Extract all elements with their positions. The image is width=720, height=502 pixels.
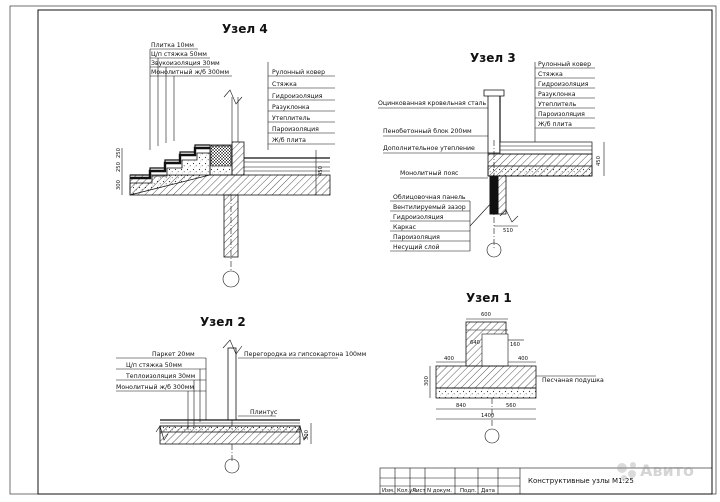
node4-dim-4: 450 <box>318 166 324 176</box>
node1-dim-3: 160 <box>510 342 520 348</box>
node1-sand-cushion <box>435 387 537 399</box>
node3-rlabel-6: Пароизоляция <box>538 111 585 118</box>
node4-rlabel-3: Гидроизоляция <box>272 93 323 100</box>
outer-frame <box>9 5 717 495</box>
node4-label-4: Монолитный ж/б 300мм <box>151 68 229 76</box>
node4-rlabel-7: Ж/б плита <box>272 136 306 144</box>
node3-label-1: Оцинкованная кровельная сталь <box>378 100 486 107</box>
node2-left-labels: Паркет 20мм Ц/п стяжка 50мм Теплоизоляци… <box>116 351 207 430</box>
node3-label-4: Монолитный пояс <box>400 169 459 177</box>
node3-dim-2: 510 <box>503 228 513 234</box>
node2-label-3: Теплоизоляция 30мм <box>125 373 196 380</box>
node4-rlabel-1: Рулонный ковер <box>272 68 325 76</box>
stamp-title: Конструктивные узлы М1:25 <box>528 477 634 485</box>
node4-axis-marker <box>222 270 240 288</box>
node2-right-labels: Перегородка из гипсокартона 100мм Плинту… <box>238 351 367 417</box>
node3-label-8: Каркас <box>393 224 417 231</box>
node1-dim-7: 840 <box>456 403 466 409</box>
node4-rlabel-4: Разуклонка <box>272 104 310 111</box>
title-block: Изм. Кол.уч. Лист N докум. Подп. Дата Ко… <box>379 467 713 495</box>
node2-group: Узел 2 Паркет 20мм Ц/п стяжка 50мм Тепло… <box>116 315 367 474</box>
node4-rlabel-6: Пароизоляция <box>272 126 319 133</box>
node4-label-1: Плитка 10мм <box>151 42 194 49</box>
node2-rlabel-2: Плинтус <box>250 409 278 416</box>
node2-title: Узел 2 <box>200 315 246 329</box>
node3-rlabel-4: Разуклонка <box>538 91 576 98</box>
stamp-col-1: Изм. <box>382 488 395 494</box>
node2-label-4: Монолитный ж/б 300мм <box>116 383 194 391</box>
node1-group: Узел 1 600 640 160 400 400 300 Песчаная … <box>424 291 604 444</box>
node4-dim-3: 250 <box>116 148 122 158</box>
node2-rlabel-1: Перегородка из гипсокартона 100мм <box>244 351 367 358</box>
node3-label-9: Пароизоляция <box>393 234 440 241</box>
watermark-text: Авито <box>640 461 694 480</box>
node2-axis-marker <box>224 458 240 474</box>
node2-label-2: Ц/п стяжка 50мм <box>126 362 182 369</box>
node1-rlabel-1: Песчаная подушка <box>542 377 604 384</box>
node3-rlabel-3: Гидроизоляция <box>538 81 589 88</box>
node4-dim-1: 300 <box>116 180 122 190</box>
node4-right-labels: Рулонный ковер Стяжка Гидроизоляция Разу… <box>267 62 335 150</box>
stamp-col-2: Кол.уч. <box>397 488 418 494</box>
node3-label-7: Гидроизоляция <box>393 214 444 221</box>
stamp-col-6: Дата <box>481 488 495 494</box>
node2-label-1: Паркет 20мм <box>152 351 195 358</box>
stamp-col-4: N докум. <box>427 488 452 494</box>
node3-rlabel-2: Стяжка <box>538 71 563 78</box>
node3-title: Узел 3 <box>470 51 516 65</box>
node3-axis-marker <box>486 242 502 258</box>
stamp-col-3: Лист <box>412 488 426 494</box>
node3-group: Узел 3 Рулонный ковер Стяжка Гидроизоляц… <box>378 51 605 258</box>
node4-label-2: Ц/п стяжка 50мм <box>151 51 207 58</box>
node4-dim-2: 250 <box>116 162 122 172</box>
node3-left-labels: Оцинкованная кровельная сталь Пенобетонн… <box>378 100 495 252</box>
watermark: Авито <box>617 461 694 481</box>
node3-label-3: Дополнительное утепление <box>383 145 475 152</box>
node3-label-2: Пенобетонный блок 200мм <box>383 127 472 135</box>
node3-label-6: Вентилируемый зазор <box>393 203 466 211</box>
node4-floor-slab <box>129 174 331 196</box>
node1-dim-5: 400 <box>518 356 528 362</box>
node1-dim-9: 1400 <box>481 413 494 419</box>
node1-title: Узел 1 <box>466 291 512 305</box>
node4-rlabel-2: Стяжка <box>272 81 297 88</box>
node4-title: Узел 4 <box>222 22 268 36</box>
node4-group: Узел 4 Плитка 10мм Ц/п стяжка 50мм Звуко… <box>116 22 335 288</box>
node3-rlabel-7: Ж/б плита <box>538 120 572 128</box>
node1-dim-1: 600 <box>481 312 491 318</box>
stamp-col-5: Подп. <box>460 488 477 494</box>
node4-label-3: Звукоизоляция 30мм <box>151 60 220 67</box>
node3-label-10: Несущий слой <box>393 243 440 251</box>
node1-axis-marker <box>484 428 500 444</box>
node3-dim-1: 450 <box>596 156 602 166</box>
node3-label-5: Облицовочная панель <box>393 193 466 201</box>
node4-rlabel-5: Утеплитель <box>272 115 311 122</box>
node3-rlabel-5: Утеплитель <box>538 101 577 108</box>
node1-dim-4: 400 <box>444 356 454 362</box>
node1-dim-6: 300 <box>424 376 430 386</box>
inner-frame <box>37 9 713 495</box>
node1-footing <box>435 365 537 389</box>
node1-dim-2: 640 <box>470 340 480 346</box>
node2-partition <box>227 347 237 421</box>
node1-dim-8: 560 <box>506 403 516 409</box>
node4-left-labels: Плитка 10мм Ц/п стяжка 50мм Звукоизоляци… <box>149 42 232 150</box>
node3-rlabel-1: Рулонный ковер <box>538 60 591 68</box>
node2-dim-1: 300 <box>304 430 310 440</box>
node3-right-labels: Рулонный ковер Стяжка Гидроизоляция Разу… <box>534 60 595 152</box>
